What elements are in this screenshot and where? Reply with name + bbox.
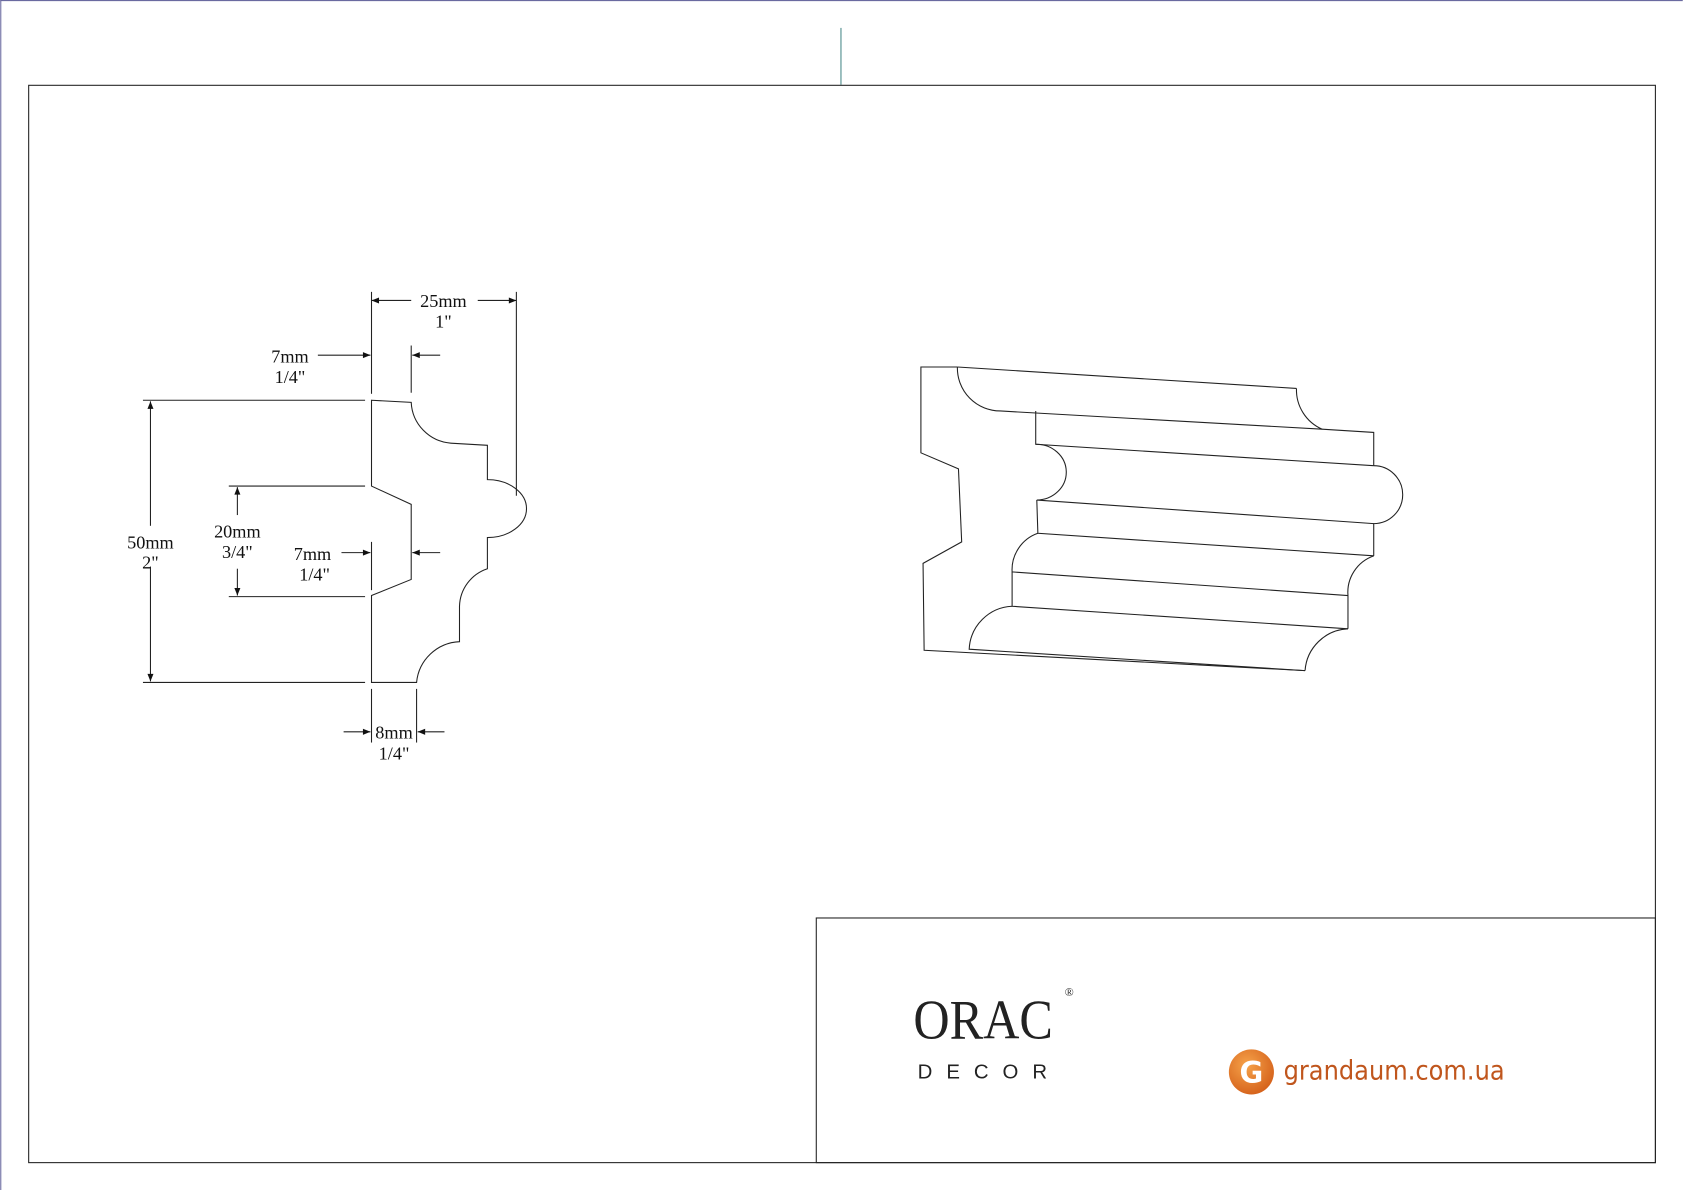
registered-mark: ® (1065, 985, 1074, 999)
grandaum-url: grandaum.com.ua (1284, 1055, 1505, 1086)
grandaum-g-icon (1228, 1049, 1274, 1095)
molding-profile-section (370, 399, 528, 683)
dim-groove-depth-mm: 7mm (294, 544, 331, 564)
molding-3d-view (920, 366, 1404, 672)
dim-bottom-offset-mm: 8mm (375, 722, 412, 742)
dim-bottom-offset-inch: 1/4" (379, 744, 410, 764)
grandaum-g-letter: G (1240, 1056, 1264, 1090)
grandaum-logo: G grandaum.com.ua (1228, 1049, 1505, 1095)
dim-height-mm: 50mm (127, 532, 174, 552)
dimension-lines (142, 291, 517, 743)
dim-groove-height-inch: 3/4" (222, 542, 253, 562)
dim-height-inch: 2" (142, 553, 159, 573)
dim-groove-depth-inch: 1/4" (299, 565, 330, 585)
decor-logo-text: DECOR (918, 1061, 1061, 1083)
dim-top-offset-mm: 7mm (271, 347, 308, 367)
dim-top-offset-inch: 1/4" (275, 367, 306, 387)
orac-decor-logo: ORAC ® DECOR (913, 985, 1073, 1084)
drawing-frame (28, 84, 1656, 1164)
orac-logo-text: ORAC (913, 990, 1052, 1052)
dim-width-inch: 1" (435, 311, 452, 331)
dim-groove-height-mm: 20mm (214, 522, 261, 542)
title-block (815, 917, 1656, 1164)
dim-width-mm: 25mm (420, 291, 467, 311)
